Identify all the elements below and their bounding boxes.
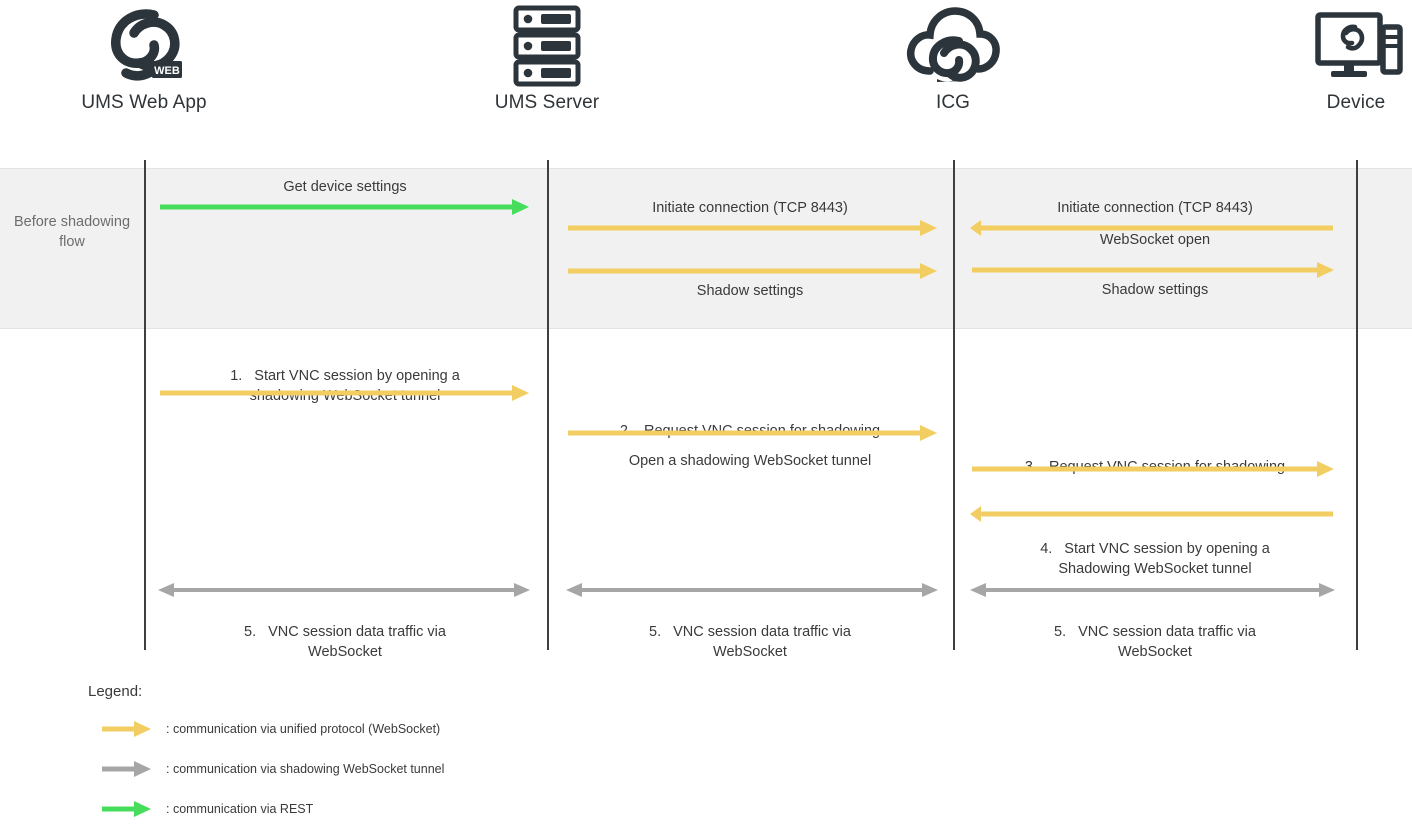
- message-label-initiate-connection-device-icg: Initiate connection (TCP 8443): [1057, 200, 1253, 216]
- message-arrow-initiate-connection-device-icg: [970, 219, 1335, 237]
- message-label-get-device-settings: Get device settings: [283, 179, 407, 195]
- message-arrow-shadow-settings-server-icg: [566, 262, 938, 280]
- legend-text-unified: : communication via unified protocol (We…: [166, 722, 441, 736]
- legend-text-shadowing: : communication via shadowing WebSocket …: [166, 762, 445, 776]
- message-label-step-5-a: 5. VNC session data traffic via WebSocket: [150, 602, 540, 662]
- legend-item-shadowing: : communication via shadowing WebSocket …: [100, 759, 444, 779]
- shadowing-tunnel-arrow-icon: [100, 760, 152, 778]
- message-label-step-5-c: 5. VNC session data traffic via WebSocket: [960, 602, 1350, 662]
- legend-item-unified: : communication via unified protocol (We…: [100, 719, 440, 739]
- message-arrow-step-2: [566, 424, 938, 442]
- rest-arrow-icon: [100, 800, 152, 818]
- lifeline-device: [1356, 160, 1358, 650]
- message-arrow-step-1: [158, 384, 530, 402]
- legend-title: Legend:: [88, 683, 143, 700]
- actor-icg: ICG: [843, 0, 1063, 114]
- message-arrow-initiate-connection-server-icg: [566, 219, 938, 237]
- ums-web-app-logo-icon: WEB: [34, 0, 254, 92]
- message-label-shadow-settings-icg-device: Shadow settings: [1101, 282, 1209, 298]
- legend-text-rest: : communication via REST: [166, 802, 314, 816]
- actor-ums-web-app: WEB UMS Web App: [34, 0, 254, 114]
- message-arrow-step-3: [970, 460, 1335, 478]
- step-number-5-a: 5.: [244, 624, 257, 640]
- server-rack-icon: [437, 0, 657, 92]
- step-text-4: Start VNC session by opening a Shadowing…: [1058, 541, 1270, 577]
- message-arrow-step-5-a: [158, 581, 530, 599]
- desktop-device-icon: [1246, 0, 1412, 92]
- before-shadowing-phase-band: [0, 168, 1412, 329]
- message-arrow-step-4: [970, 505, 1335, 523]
- lifeline-ums-server: [547, 160, 549, 650]
- message-label-websocket-open: WebSocket open: [1099, 232, 1211, 248]
- message-arrow-websocket-open: [970, 261, 1335, 279]
- lifeline-ums-web-app: [144, 160, 146, 650]
- cloud-gateway-icon: [843, 0, 1063, 92]
- step-number-1: 1.: [230, 368, 243, 384]
- unified-protocol-arrow-icon: [100, 720, 152, 738]
- message-label-step-5-b: 5. VNC session data traffic via WebSocket: [555, 602, 945, 662]
- phase-band-label: Before shadowing flow: [13, 214, 131, 250]
- message-arrow-step-5-b: [566, 581, 938, 599]
- message-label-open-shadowing-tunnel: Open a shadowing WebSocket tunnel: [628, 453, 872, 469]
- step-number-4: 4.: [1040, 541, 1053, 557]
- message-arrow-get-device-settings: [158, 198, 530, 216]
- step-text-5-b: VNC session data traffic via WebSocket: [673, 624, 851, 660]
- message-label-initiate-connection-server-icg: Initiate connection (TCP 8443): [652, 200, 848, 216]
- step-text-5-c: VNC session data traffic via WebSocket: [1078, 624, 1256, 660]
- actor-label-ums-server: UMS Server: [494, 92, 600, 113]
- message-label-shadow-settings-server-icg: Shadow settings: [696, 283, 804, 299]
- legend-item-rest: : communication via REST: [100, 799, 313, 819]
- actor-ums-server: UMS Server: [437, 0, 657, 114]
- actor-device: Device: [1246, 0, 1412, 114]
- lifeline-icg: [953, 160, 955, 650]
- message-arrow-step-5-c: [970, 581, 1335, 599]
- message-label-step-4: 4. Start VNC session by opening a Shadowi…: [960, 519, 1350, 579]
- svg-text:WEB: WEB: [154, 65, 180, 77]
- step-text-5-a: VNC session data traffic via WebSocket: [268, 624, 446, 660]
- step-number-5-b: 5.: [649, 624, 662, 640]
- actor-label-device: Device: [1326, 92, 1386, 113]
- actor-label-ums-web-app: UMS Web App: [81, 92, 207, 113]
- step-number-5-c: 5.: [1054, 624, 1067, 640]
- actor-label-icg: ICG: [935, 92, 971, 113]
